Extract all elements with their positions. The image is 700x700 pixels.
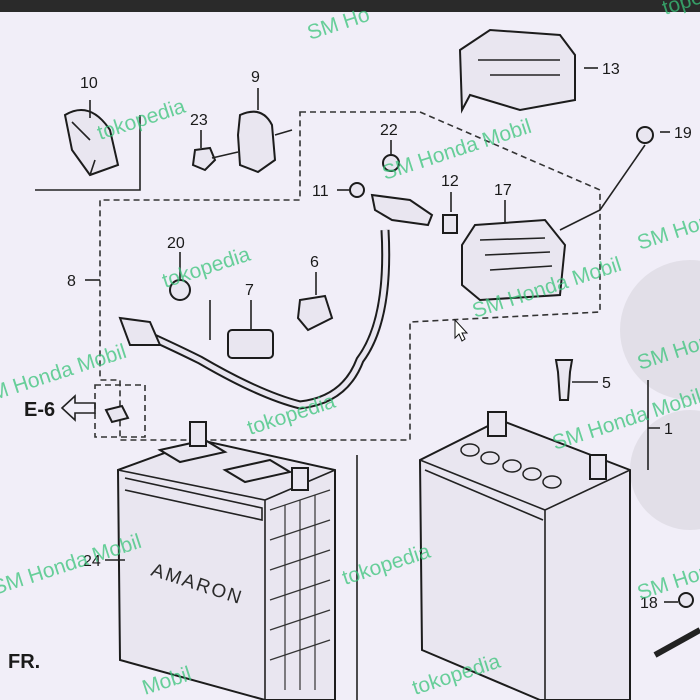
watermark: SM Honda Mobil (0, 340, 129, 410)
leader-1 (647, 380, 660, 470)
battery-1 (418, 411, 631, 700)
part-13-cover (458, 28, 576, 114)
part-5-bolt (554, 359, 574, 401)
callouts: 10 9 23 22 13 19 11 12 17 20 6 7 8 5 1 2… (8, 61, 692, 673)
part-8-cable (118, 193, 434, 410)
callout-18: 18 (640, 595, 658, 612)
battery-24 (116, 421, 336, 700)
callout-11: 11 (312, 183, 329, 200)
part-7-connector (227, 329, 274, 359)
ref-box (94, 384, 146, 438)
callout-22: 22 (380, 122, 398, 139)
ref-box-part (104, 404, 130, 424)
callout-8: 8 (67, 273, 76, 290)
callout-24: 24 (83, 553, 101, 570)
callout-13: 13 (602, 61, 620, 78)
part-23-bolt (191, 146, 239, 172)
part-18-bolt (653, 592, 700, 658)
watermark: tokopedia (339, 540, 433, 590)
watermark: topedia (659, 0, 700, 20)
ref-arrow-icon (60, 394, 96, 422)
part-12-bolt (442, 214, 458, 234)
watermark: SM Honda Mobil (634, 185, 700, 255)
ref-label: E-6 (24, 399, 55, 421)
part-9-clamp (236, 110, 293, 174)
callout-7: 7 (245, 282, 254, 299)
part-6-clip (296, 294, 334, 332)
mouse-cursor-icon (454, 318, 469, 342)
leader-19 (559, 144, 646, 231)
callout-10: 10 (80, 75, 98, 92)
part-19-nut (636, 126, 654, 144)
leader-lines (85, 67, 678, 603)
callout-19: 19 (674, 125, 692, 142)
callout-20: 20 (167, 235, 185, 252)
top-frame-edge (0, 0, 700, 12)
part-17-fuse-box (461, 218, 567, 302)
part-10-bracket (35, 109, 141, 191)
watermark: tokopedia (94, 95, 188, 145)
callout-23: 23 (190, 112, 208, 129)
callout-5: 5 (602, 375, 611, 392)
part-11-nut (349, 182, 365, 198)
callout-17: 17 (494, 182, 512, 199)
callout-9: 9 (251, 69, 260, 86)
callout-1: 1 (664, 421, 673, 438)
callout-12: 12 (441, 173, 459, 190)
callout-6: 6 (310, 254, 319, 271)
front-marker: FR. (8, 651, 40, 673)
watermark: tokopedia (244, 390, 338, 440)
